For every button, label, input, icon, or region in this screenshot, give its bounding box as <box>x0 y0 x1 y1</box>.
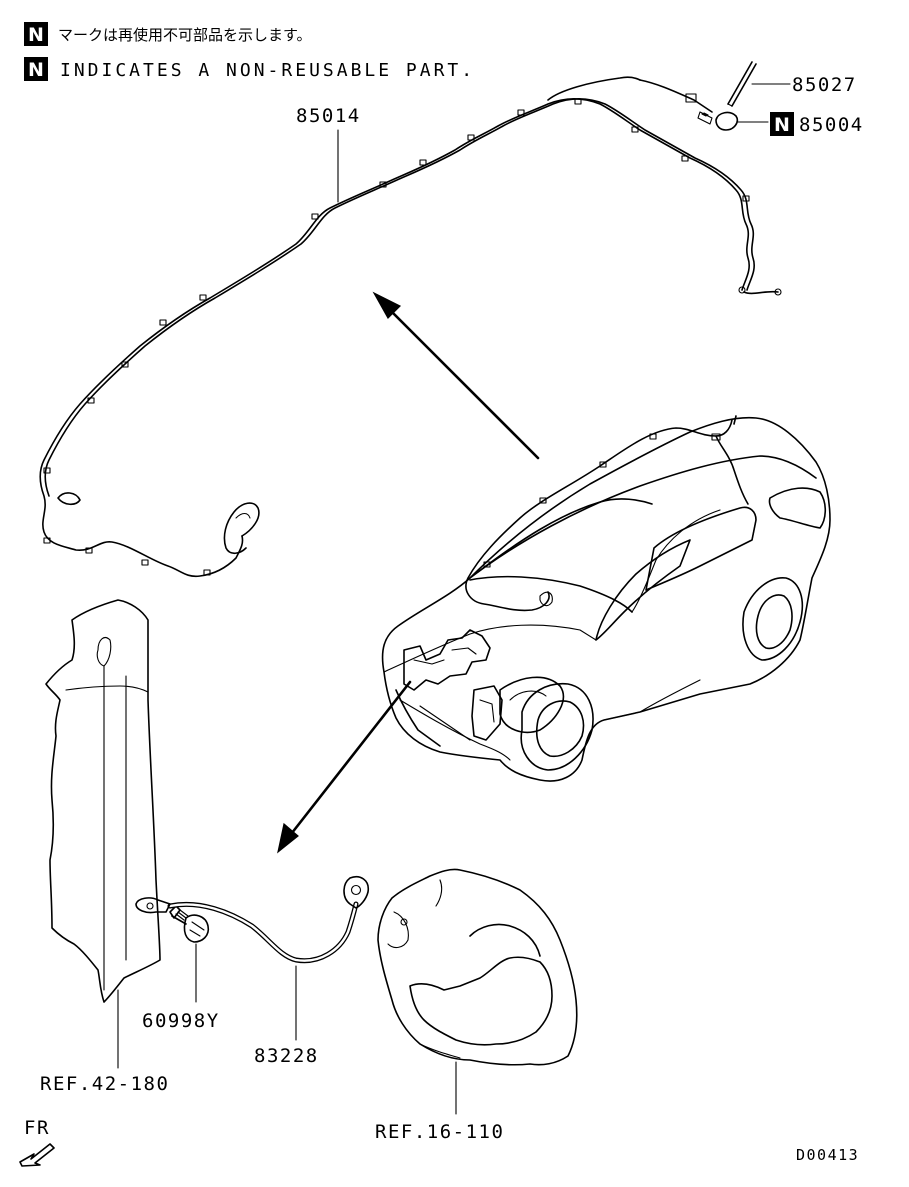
ground-cable-83228 <box>135 876 370 964</box>
n-badge-1-text: N <box>28 24 44 46</box>
harness-clips <box>43 98 782 576</box>
front-arrow-icon <box>19 1143 55 1167</box>
label-ref16: REF.16-110 <box>375 1121 504 1143</box>
transmission-ref16 <box>377 868 578 1066</box>
fender-panel-ref42 <box>45 599 161 1003</box>
label-85027: 85027 <box>792 74 857 96</box>
n-badge-85004 <box>770 112 794 136</box>
arrow-to-cable <box>277 680 412 854</box>
antenna-harness-85014 <box>39 76 782 578</box>
engine-bay <box>395 629 565 747</box>
n-badge-2-text: N <box>28 59 44 81</box>
note-japanese: N マークは再使用不可部品を示します。 <box>24 22 312 46</box>
n-badge-85004-text: N <box>774 114 790 136</box>
front-orientation: FR <box>19 1117 55 1167</box>
drawing-code: D00413 <box>796 1146 859 1164</box>
rod-antenna-85027 <box>727 61 757 107</box>
arrow-to-harness <box>372 291 540 460</box>
label-85004: 85004 <box>799 114 864 136</box>
note-english-text: INDICATES A NON-REUSABLE PART. <box>60 60 475 81</box>
n-badge-1 <box>24 22 48 46</box>
label-83228: 83228 <box>254 1045 319 1067</box>
label-60998y: 60998Y <box>142 1010 220 1032</box>
note-japanese-text: マークは再使用不可部品を示します。 <box>58 26 312 44</box>
vehicle-harness <box>465 415 749 612</box>
note-english: N INDICATES A NON-REUSABLE PART. <box>24 57 475 81</box>
bolt-60998y <box>169 905 210 943</box>
n-badge-2 <box>24 57 48 81</box>
antenna-base-85004 <box>697 111 739 131</box>
front-label: FR <box>24 1117 50 1139</box>
label-ref42: REF.42-180 <box>40 1073 169 1095</box>
label-85014: 85014 <box>296 105 361 127</box>
vehicle-illustration <box>381 415 831 782</box>
